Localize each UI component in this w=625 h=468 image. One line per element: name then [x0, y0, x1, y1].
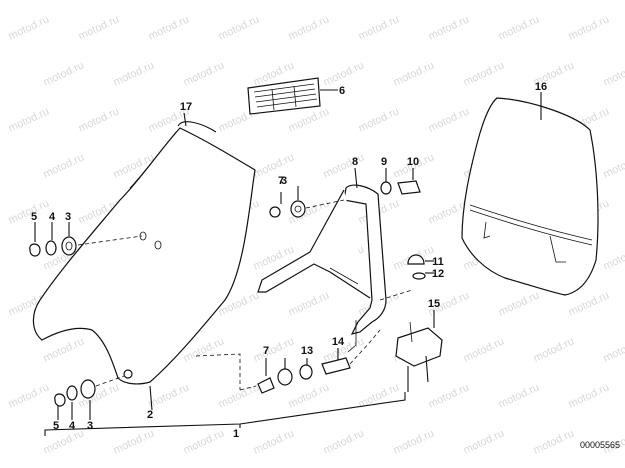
callout-label-12: 12	[432, 268, 444, 280]
watermark-text: motod.ru	[567, 289, 611, 318]
callout-label-3: 3	[281, 175, 287, 187]
watermark-text: motod.ru	[462, 427, 506, 456]
callout-label-1: 1	[233, 428, 239, 440]
watermark-text: motod.ru	[357, 105, 401, 134]
watermark-text: motod.ru	[7, 105, 51, 134]
watermark-text: motod.ru	[7, 197, 51, 226]
watermark-text: motod.ru	[602, 59, 625, 88]
watermark-text: motod.ru	[42, 335, 86, 364]
watermark-text: motod.ru	[252, 151, 296, 180]
callout-label-2: 2	[147, 409, 153, 421]
vent-grille	[247, 77, 338, 115]
watermark-text: motod.ru	[497, 13, 541, 42]
callout-label-17: 17	[180, 101, 192, 113]
watermark-text: motod.ru	[77, 13, 121, 42]
watermark-text: motod.ru	[217, 13, 261, 42]
watermark-text: motod.ru	[77, 105, 121, 134]
watermark-text: motod.ru	[497, 289, 541, 318]
watermark-text: motod.ru	[567, 381, 611, 410]
watermark-text: motod.ru	[532, 427, 576, 456]
watermark-text: motod.ru	[427, 381, 471, 410]
watermark-text: motod.ru	[462, 59, 506, 88]
watermark-text: motod.ru	[7, 381, 51, 410]
watermark-text: motod.ru	[602, 151, 625, 180]
watermark-text: motod.ru	[182, 427, 226, 456]
watermark-text: motod.ru	[357, 13, 401, 42]
mounting-bracket	[257, 167, 387, 353]
watermark-text: motod.ru	[42, 151, 86, 180]
callout-label-8: 8	[352, 156, 358, 168]
callout-label-3: 3	[65, 211, 71, 223]
watermark-text: motod.ru	[602, 243, 625, 272]
watermark-text: motod.ru	[112, 427, 156, 456]
watermark-text: motod.ru	[42, 427, 86, 456]
callout-label-5: 5	[31, 211, 37, 223]
callout-label-4: 4	[49, 211, 56, 223]
callout-label-10: 10	[407, 156, 419, 168]
callout-label-13: 13	[301, 345, 313, 357]
watermark-text: motod.ru	[147, 381, 191, 410]
watermark-text: motod.ru	[287, 381, 331, 410]
watermark-text: motod.ru	[112, 59, 156, 88]
watermark-text: motod.ru	[427, 105, 471, 134]
watermark-text: motod.ru	[252, 335, 296, 364]
watermark-text: motod.ru	[182, 59, 226, 88]
watermark-text: motod.ru	[287, 13, 331, 42]
callout-label-16: 16	[535, 81, 547, 93]
callout-label-14: 14	[332, 336, 345, 348]
windshield	[461, 92, 599, 296]
callout-label-3: 3	[87, 420, 93, 432]
watermark-text: motod.ru	[322, 151, 366, 180]
callout-label-7: 7	[278, 175, 284, 187]
watermark-text: motod.ru	[7, 13, 51, 42]
watermark-text: motod.ru	[532, 335, 576, 364]
watermark-text: motod.ru	[287, 105, 331, 134]
fasteners	[29, 168, 443, 420]
watermark-text: motod.ru	[322, 427, 366, 456]
callout-label-7: 7	[263, 345, 269, 357]
callout-label-5: 5	[53, 420, 59, 432]
watermark-text: motod.ru	[217, 381, 261, 410]
callout-label-11: 11	[432, 256, 444, 268]
watermark-text: motod.ru	[287, 289, 331, 318]
watermark-text: motod.ru	[602, 335, 625, 364]
watermark-text: motod.ru	[42, 59, 86, 88]
watermark-text: motod.ru	[567, 13, 611, 42]
watermark-text: motod.ru	[392, 427, 436, 456]
callout-label-15: 15	[428, 298, 440, 310]
watermark-text: motod.ru	[147, 13, 191, 42]
callout-label-4: 4	[69, 420, 76, 432]
fairing-shell	[32, 112, 256, 411]
watermark-text: motod.ru	[392, 59, 436, 88]
callout-label-9: 9	[381, 156, 387, 168]
watermark-text: motod.ru	[427, 13, 471, 42]
watermark-text: motod.ru	[497, 381, 541, 410]
watermark-text: motod.ru	[462, 335, 506, 364]
callout-label-6: 6	[339, 85, 345, 97]
watermark-text: motod.ru	[252, 427, 296, 456]
drawing-code: 00005565	[580, 440, 620, 450]
